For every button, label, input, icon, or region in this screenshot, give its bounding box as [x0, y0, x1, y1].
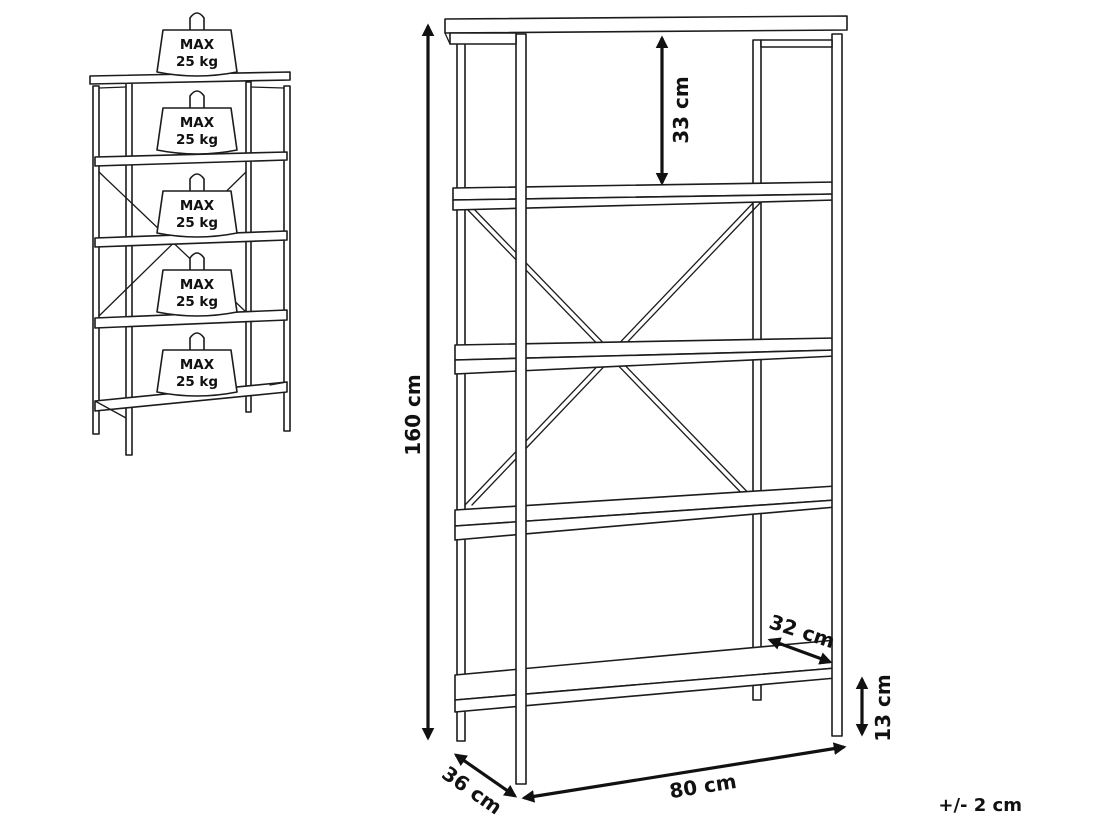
weight-handle	[189, 332, 205, 351]
weight-max-label: MAX	[180, 198, 215, 214]
weight-handle	[189, 12, 205, 31]
weight-value-label: 25 kg	[176, 54, 218, 70]
weight-body	[156, 349, 238, 397]
weight-icon-4: MAX 25 kg	[156, 252, 238, 317]
dimension-width: 80 cm	[521, 742, 847, 803]
depth-label: 36 cm	[437, 761, 506, 819]
large-shelf-illustration	[444, 15, 848, 785]
weight-max-label: MAX	[180, 37, 215, 53]
weight-max-label: MAX	[180, 115, 215, 131]
weight-handle	[189, 252, 205, 271]
large-top-board	[444, 15, 848, 34]
dimension-depth: 36 cm	[437, 753, 518, 819]
small-leg-back-right	[245, 81, 252, 413]
large-leg-back-left	[456, 35, 466, 742]
tolerance-note: +/- 2 cm	[938, 795, 1022, 816]
shelf-gap-label: 33 cm	[669, 76, 693, 144]
weight-value-label: 25 kg	[176, 215, 218, 231]
weight-body	[156, 29, 238, 77]
depth-arrow	[453, 753, 518, 798]
weight-handle	[189, 173, 205, 192]
height-label: 160 cm	[401, 374, 425, 455]
weight-icon-5: MAX 25 kg	[156, 332, 238, 397]
weight-icon-1: MAX 25 kg	[156, 12, 238, 77]
dimension-shelf-gap: 33 cm	[655, 35, 693, 186]
weight-value-label: 25 kg	[176, 132, 218, 148]
small-shelf-illustration	[89, 71, 291, 456]
width-arrow	[521, 742, 847, 803]
dimension-height: 160 cm	[401, 23, 435, 741]
weight-body	[156, 107, 238, 155]
small-leg-front-right	[283, 85, 291, 432]
weight-value-label: 25 kg	[176, 374, 218, 390]
small-leg-front-left	[92, 85, 100, 435]
weight-handle	[189, 90, 205, 109]
shelf-depth-arrow	[767, 637, 833, 665]
weight-body	[156, 269, 238, 317]
large-leg-back-right	[752, 39, 762, 701]
clearance-label: 13 cm	[871, 674, 895, 742]
small-shelf-1	[94, 151, 288, 167]
dimension-bottom-clearance: 13 cm	[855, 674, 895, 742]
weight-body	[156, 190, 238, 238]
weight-icon-2: MAX 25 kg	[156, 90, 238, 155]
weight-value-label: 25 kg	[176, 294, 218, 310]
weight-max-label: MAX	[180, 357, 215, 373]
large-leg-front-right	[831, 33, 843, 737]
weight-max-label: MAX	[180, 277, 215, 293]
weight-icon-3: MAX 25 kg	[156, 173, 238, 238]
large-leg-front-left	[515, 33, 527, 785]
